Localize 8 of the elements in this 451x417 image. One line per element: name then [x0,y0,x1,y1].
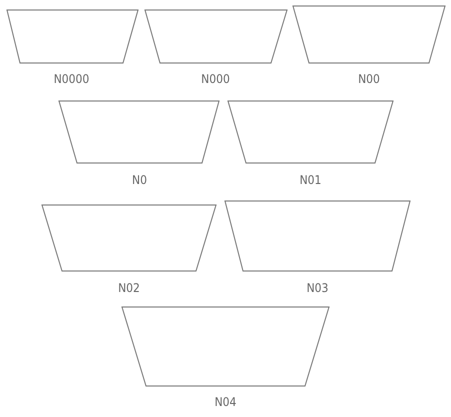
shape-label: N02 [118,281,140,295]
shape-label: N0000 [54,72,90,86]
shape-label: N04 [214,395,236,409]
shape-label: N000 [201,72,230,86]
shape-label: N0 [132,173,147,187]
shape-label: N01 [300,173,322,187]
shape-label: N00 [358,72,380,86]
shape-label: N03 [306,281,328,295]
